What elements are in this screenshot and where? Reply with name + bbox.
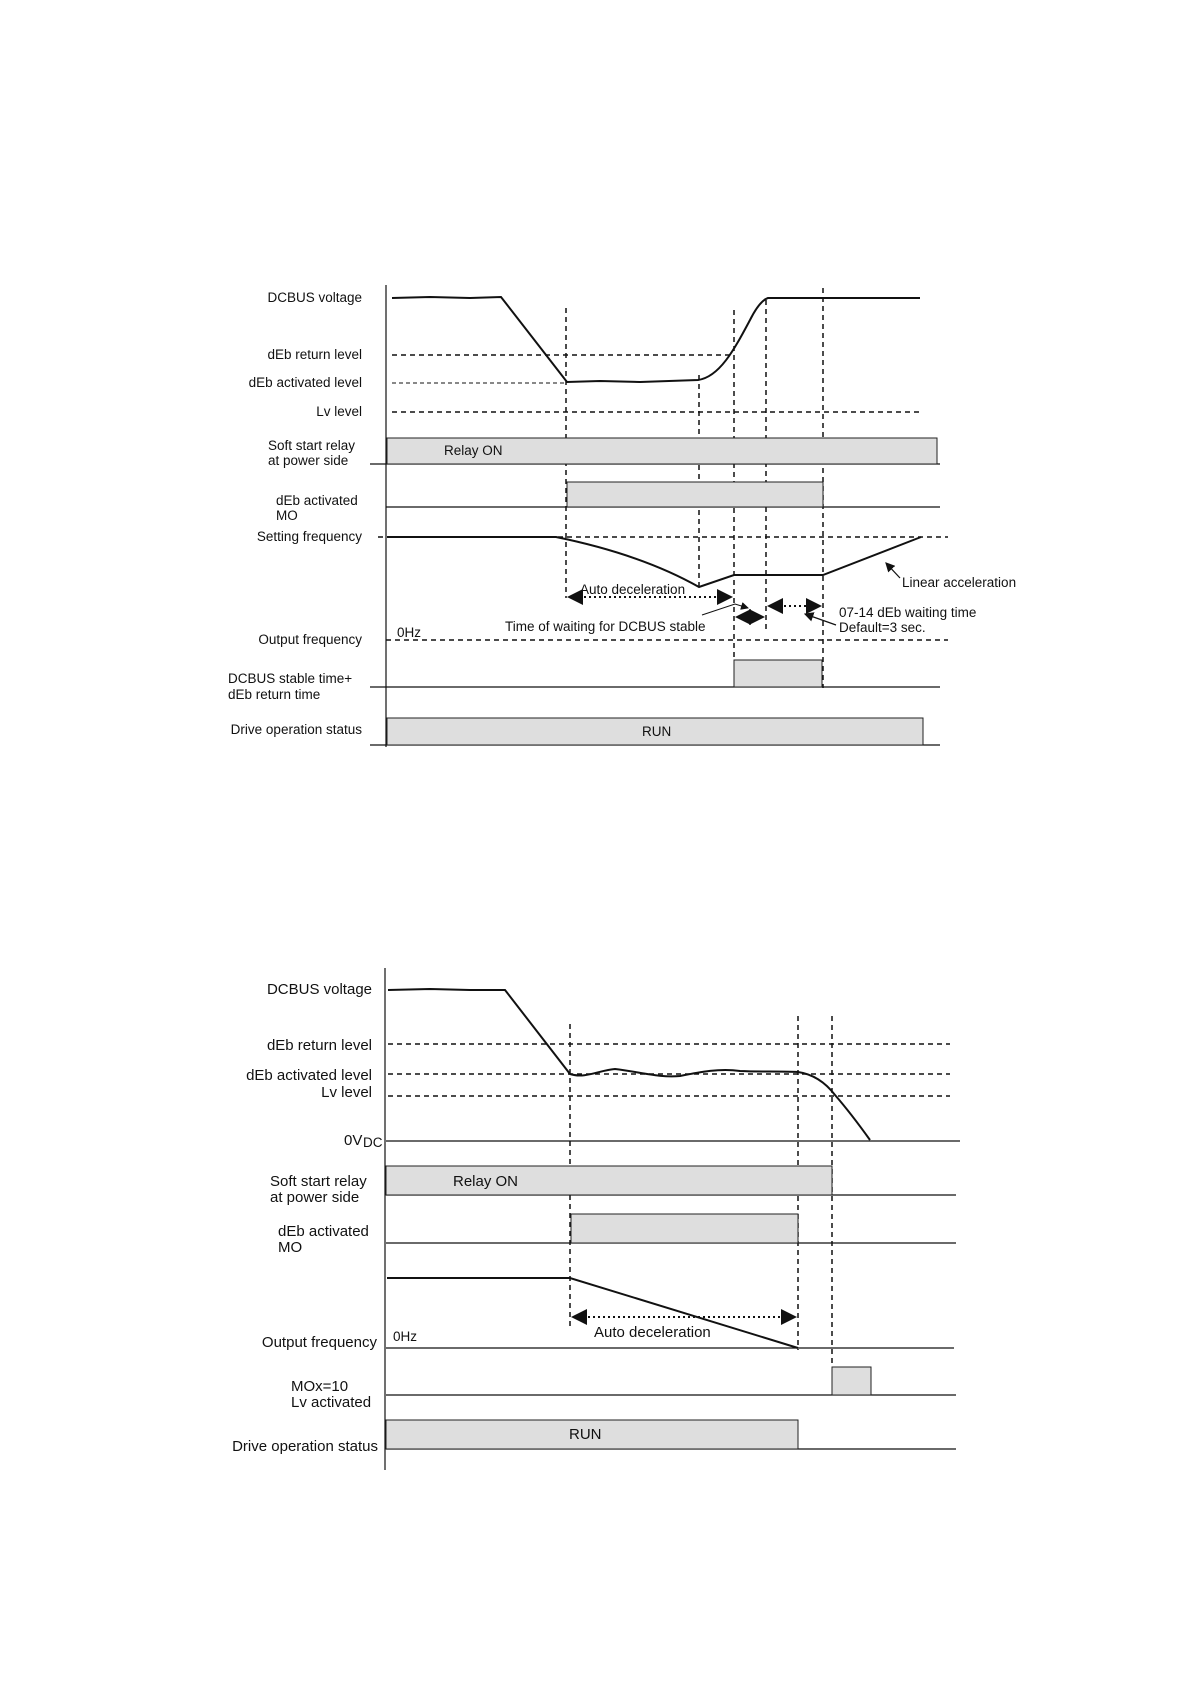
linear-accel-pointer xyxy=(885,562,901,579)
zero-hz-label: 0Hz xyxy=(397,625,421,640)
dcbus-voltage-curve xyxy=(391,295,920,384)
run-box-2 xyxy=(385,1419,799,1450)
diagram-1: DCBUS voltage dEb return level dEb activ… xyxy=(228,285,1016,747)
deb-mo-box xyxy=(566,481,824,508)
output-frequency-curve xyxy=(387,536,922,589)
label2-zero-vdc-sub: DC xyxy=(363,1135,383,1150)
label2-mox-2: Lv activated xyxy=(291,1394,371,1411)
label-setting-frequency: Setting frequency xyxy=(257,529,362,544)
timing-diagrams-page: DCBUS voltage dEb return level dEb activ… xyxy=(228,285,1016,1470)
deb-mo-box-2 xyxy=(570,1213,799,1244)
label2-output-frequency: Output frequency xyxy=(262,1334,378,1351)
run-label: RUN xyxy=(642,724,671,739)
dcbus-voltage-curve-2 xyxy=(387,987,871,1141)
output-frequency-curve-2 xyxy=(387,1277,799,1349)
diagram-2: DCBUS voltage dEb return level dEb activ… xyxy=(232,968,960,1470)
label2-drive-status: Drive operation status xyxy=(232,1438,378,1455)
label-dcbus-stable-2: dEb return time xyxy=(228,687,320,702)
label-deb-return-level: dEb return level xyxy=(267,347,362,362)
label2-deb-mo-2: MO xyxy=(278,1239,302,1256)
run-box xyxy=(386,717,924,746)
default-label: Default=3 sec. xyxy=(839,620,926,635)
zero-hz-label-2: 0Hz xyxy=(393,1329,417,1344)
time-waiting-pointer xyxy=(701,602,749,616)
label2-dcbus-voltage: DCBUS voltage xyxy=(267,981,372,998)
relay-on-box-2 xyxy=(385,1165,833,1196)
label2-mox-1: MOx=10 xyxy=(291,1378,348,1395)
label2-lv-level: Lv level xyxy=(321,1084,372,1101)
label-output-frequency: Output frequency xyxy=(258,632,362,647)
label2-deb-return-level: dEb return level xyxy=(267,1037,372,1054)
label2-deb-activated-level: dEb activated level xyxy=(246,1067,372,1084)
label2-soft-start-2: at power side xyxy=(270,1189,359,1206)
auto-decel-label-2: Auto deceleration xyxy=(594,1324,711,1341)
linear-accel-label: Linear acceleration xyxy=(902,575,1016,590)
label-deb-mo-2: MO xyxy=(276,508,298,523)
label-deb-activated-level: dEb activated level xyxy=(249,375,362,390)
label-soft-start-2: at power side xyxy=(268,453,348,468)
relay-on-label-2: Relay ON xyxy=(453,1173,518,1190)
relay-on-box xyxy=(386,437,938,465)
relay-on-label: Relay ON xyxy=(444,443,503,458)
time-waiting-label: Time of waiting for DCBUS stable xyxy=(505,619,706,634)
timing-diagrams-svg: DCBUS voltage dEb return level dEb activ… xyxy=(228,285,1016,1470)
dcbus-stable-box xyxy=(733,659,823,688)
label-dcbus-stable-1: DCBUS stable time+ xyxy=(228,671,352,686)
deb-waiting-pointer xyxy=(803,612,837,626)
label2-soft-start-1: Soft start relay xyxy=(270,1173,367,1190)
label-deb-mo-1: dEb activated xyxy=(276,493,358,508)
label-soft-start-1: Soft start relay xyxy=(268,438,355,453)
run-label-2: RUN xyxy=(569,1426,602,1443)
auto-decel-label: Auto deceleration xyxy=(580,582,685,597)
label-dcbus-voltage: DCBUS voltage xyxy=(267,290,362,305)
label-drive-status: Drive operation status xyxy=(231,722,363,737)
label2-zero-vdc: 0V xyxy=(344,1132,362,1149)
label2-deb-mo-1: dEb activated xyxy=(278,1223,369,1240)
label-lv-level: Lv level xyxy=(316,404,362,419)
deb-waiting-time-label: 07-14 dEb waiting time xyxy=(839,605,976,620)
mox-box xyxy=(831,1366,872,1396)
